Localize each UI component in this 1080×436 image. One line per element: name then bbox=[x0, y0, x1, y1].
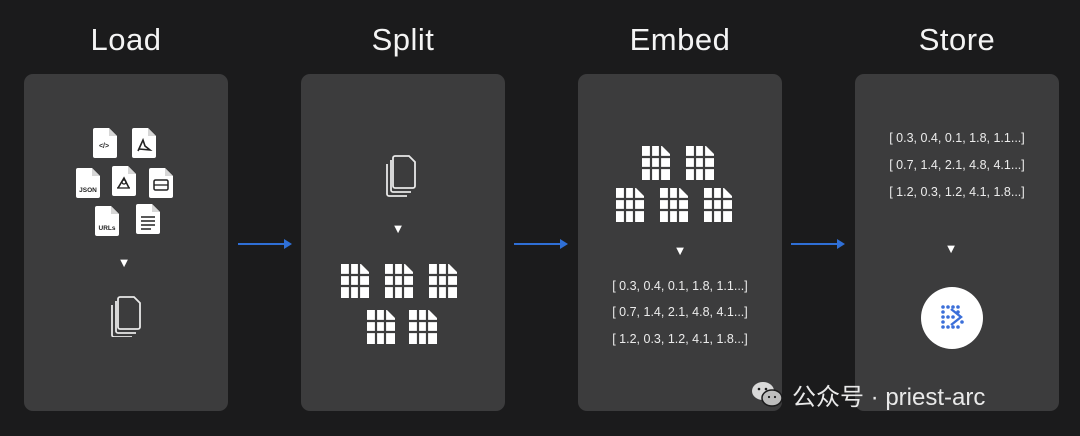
stage-title: Split bbox=[371, 22, 435, 57]
stage-title: Embed bbox=[629, 22, 731, 57]
down-arrow-icon: ▼ bbox=[673, 243, 687, 258]
embedding-vector: [ 0.7, 1.4, 2.1, 4.8, 4.1...] bbox=[889, 158, 1025, 172]
code-file-label: </> bbox=[99, 143, 109, 150]
chunk-icon bbox=[616, 188, 644, 222]
code-file-icon: </> bbox=[93, 128, 117, 158]
embedding-vector: [ 1.2, 0.3, 1.2, 4.1, 1.8...] bbox=[612, 332, 748, 346]
flow-arrow-icon bbox=[791, 239, 845, 249]
flow-arrow-icon bbox=[514, 239, 568, 249]
urls-file-label: URLs bbox=[99, 225, 116, 232]
chunk-icon bbox=[660, 188, 688, 222]
stage-title: Store bbox=[918, 22, 996, 57]
json-file-icon: JSON bbox=[76, 168, 100, 198]
chunk-icon bbox=[704, 188, 732, 222]
table-file-icon bbox=[149, 168, 173, 198]
chunk-icon bbox=[341, 264, 369, 298]
vector-store-icon bbox=[941, 305, 964, 329]
down-arrow-icon: ▼ bbox=[944, 241, 958, 256]
chunk-icon bbox=[385, 264, 413, 298]
watermark-text: 公众号 · priest-arc bbox=[792, 383, 986, 411]
chunk-icon bbox=[367, 310, 395, 344]
stage-panel: ▼ bbox=[301, 74, 505, 411]
flow-arrow-icon bbox=[238, 239, 292, 249]
stage-panel: ▼ [ 0.3, 0.4, 0.1, 1.8, 1.1...] [ 0.7, 1… bbox=[578, 74, 782, 411]
pdf-file-icon bbox=[132, 128, 156, 158]
chunk-icon bbox=[409, 310, 437, 344]
vector-store-logo bbox=[921, 287, 983, 349]
chunk-icon bbox=[429, 264, 457, 298]
json-file-label: JSON bbox=[79, 187, 97, 194]
text-file-icon bbox=[136, 204, 160, 234]
urls-file-icon: URLs bbox=[95, 206, 119, 236]
documents-stack-icon bbox=[386, 155, 416, 197]
documents-stack-icon bbox=[111, 296, 141, 337]
wechat-icon bbox=[752, 382, 783, 407]
stage-panel: </> JSON bbox=[24, 74, 228, 411]
embedding-vector: [ 1.2, 0.3, 1.2, 4.1, 1.8...] bbox=[889, 185, 1025, 199]
down-arrow-icon: ▼ bbox=[391, 221, 405, 236]
design-file-icon bbox=[112, 166, 136, 196]
embedding-vector: [ 0.3, 0.4, 0.1, 1.8, 1.1...] bbox=[612, 279, 748, 293]
chunk-icon bbox=[686, 146, 714, 180]
watermark: 公众号 · priest-arc bbox=[750, 372, 1060, 416]
chunk-icon bbox=[642, 146, 670, 180]
embedding-vector: [ 0.3, 0.4, 0.1, 1.8, 1.1...] bbox=[889, 131, 1025, 145]
down-arrow-icon: ▼ bbox=[117, 255, 131, 270]
stage-panel: [ 0.3, 0.4, 0.1, 1.8, 1.1...] [ 0.7, 1.4… bbox=[855, 74, 1059, 411]
stage-title: Load bbox=[90, 22, 162, 57]
embedding-vector: [ 0.7, 1.4, 2.1, 4.8, 4.1...] bbox=[612, 305, 748, 319]
